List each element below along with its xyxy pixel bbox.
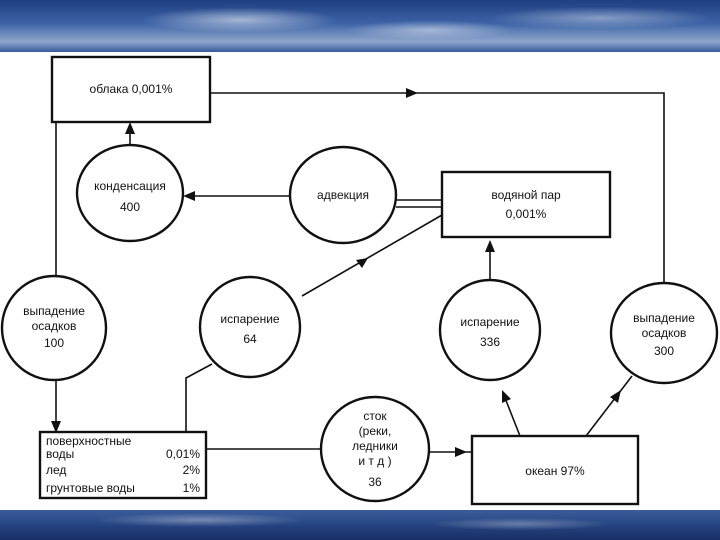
node-line: испарение xyxy=(220,312,280,326)
arrowhead xyxy=(51,421,61,433)
node-line: 100 xyxy=(44,336,64,350)
node-vapor: водяной пар 0,001% xyxy=(440,170,612,239)
arrowhead xyxy=(485,240,495,252)
footer-sky-banner xyxy=(0,510,720,540)
node-line: 300 xyxy=(654,344,674,358)
edge-precip-right-to-ocean xyxy=(585,375,633,437)
surface-row-value: 0,01% xyxy=(166,447,200,461)
node-line: 36 xyxy=(368,475,382,489)
arrowhead xyxy=(125,122,135,134)
node-runoff: сток (реки, ледники и т д ) 36 xyxy=(319,395,431,503)
node-ocean: океан 97% xyxy=(470,434,640,506)
header-sky-banner xyxy=(0,0,720,52)
diagram-nodes: облака 0,001% конденсация 400 адвекция в… xyxy=(0,55,719,506)
node-line: 400 xyxy=(120,200,140,214)
surface-row-label: лед xyxy=(46,463,66,477)
node-line: выпадение xyxy=(23,304,85,318)
arrowhead xyxy=(356,258,368,268)
node-advection: адвекция xyxy=(288,145,398,245)
arrowhead xyxy=(406,88,418,98)
node-line: адвекция xyxy=(317,188,369,202)
node-line: океан 97% xyxy=(525,464,585,478)
node-line: конденсация xyxy=(94,179,166,193)
node-line: водяной пар xyxy=(491,188,561,202)
node-line: 336 xyxy=(480,335,500,349)
node-line: ледники xyxy=(352,439,398,453)
edge-ocean-to-evap-right xyxy=(504,397,521,437)
node-line: 64 xyxy=(243,332,257,346)
node-precip-right: выпадение осадков 300 xyxy=(609,281,719,385)
arrowhead xyxy=(502,390,511,403)
node-line: облака 0,001% xyxy=(90,82,173,96)
edge-clouds-to-precip-right xyxy=(210,92,665,287)
node-line: 0,001% xyxy=(506,207,547,221)
arrowhead xyxy=(455,447,467,457)
node-line: и т д ) xyxy=(358,454,391,468)
surface-row-label: поверхностные xyxy=(46,434,132,448)
node-line: осадков xyxy=(642,326,687,340)
diagram-edges xyxy=(51,88,665,457)
surface-row-value: 1% xyxy=(183,481,201,495)
arrowhead xyxy=(610,390,621,403)
node-clouds: облака 0,001% xyxy=(50,55,212,124)
edge-surface-to-evap-left xyxy=(185,363,213,432)
edge-evap-left-to-vapor xyxy=(301,214,443,297)
node-condensation: конденсация 400 xyxy=(75,143,185,243)
surface-row-label: воды xyxy=(46,447,74,461)
node-line: осадков xyxy=(32,319,77,333)
node-line: выпадение xyxy=(633,311,695,325)
node-surface-waters: поверхностные воды 0,01% лед 2% грунтовы… xyxy=(38,430,208,500)
node-evap-left: испарение 64 xyxy=(198,275,302,379)
arrowhead xyxy=(183,191,195,201)
node-line: сток xyxy=(363,409,387,423)
node-line: испарение xyxy=(460,315,520,329)
surface-row-label: грунтовые воды xyxy=(46,481,135,495)
surface-row-value: 2% xyxy=(183,463,201,477)
node-evap-right: испарение 336 xyxy=(438,278,542,382)
node-line: (реки, xyxy=(359,424,392,438)
node-precip-left: выпадение осадков 100 xyxy=(0,274,108,382)
